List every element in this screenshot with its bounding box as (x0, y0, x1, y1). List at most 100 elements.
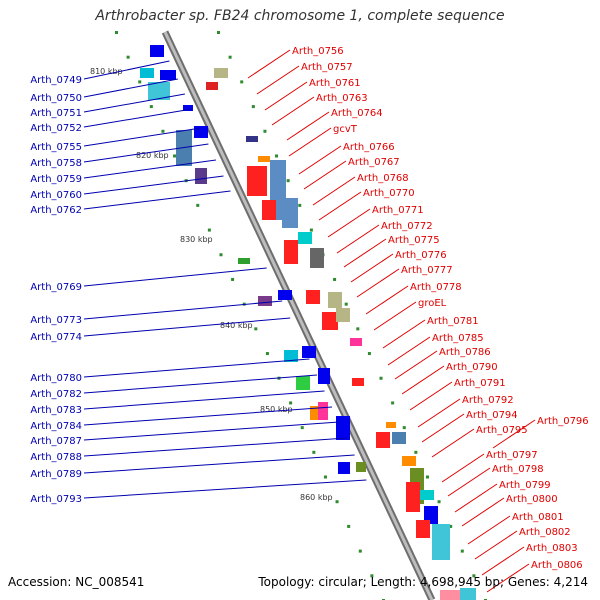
tick-mark (286, 179, 290, 183)
gene-block (195, 168, 207, 184)
label-leader (83, 127, 201, 147)
label-leader (447, 467, 491, 497)
gene-block (278, 290, 292, 300)
gene-label-right: Arth_0806 (531, 560, 583, 571)
gene-label-right: Arth_0775 (388, 235, 440, 246)
gene-label-right: Arth_0791 (454, 378, 506, 389)
gene-label-right: Arth_0778 (410, 282, 462, 293)
tick-mark (254, 327, 258, 331)
gene-block (310, 248, 324, 268)
label-leader (83, 190, 231, 210)
tick-mark (173, 154, 177, 158)
gene-label-right: Arth_0798 (492, 464, 544, 475)
gene-label-left: Arth_0787 (30, 436, 82, 447)
gene-block (298, 232, 312, 244)
kbp-marker: 810 kbp (90, 67, 123, 76)
tick-mark (300, 426, 304, 430)
label-leader (327, 208, 371, 238)
gene-block (352, 378, 364, 386)
tick-mark (344, 302, 348, 306)
gene-block (238, 258, 250, 264)
label-leader (298, 145, 342, 175)
left-gene-labels: Arth_0749Arth_0750Arth_0751Arth_0752Arth… (30, 60, 367, 505)
label-leader (83, 108, 193, 128)
gene-label-right: groEL (418, 298, 447, 309)
gene-block (424, 506, 438, 524)
gene-label-left: Arth_0784 (30, 421, 82, 432)
tick-mark (265, 352, 269, 356)
gene-block (302, 346, 316, 358)
gene-block (262, 200, 276, 220)
label-leader (382, 319, 426, 349)
gene-label-right: Arth_0771 (372, 205, 424, 216)
kbp-marker: 840 kbp (220, 321, 253, 330)
tick-mark (425, 475, 429, 479)
label-leader (83, 437, 347, 457)
tick-mark (472, 574, 476, 578)
label-leader (481, 546, 525, 576)
gene-label-right: Arth_0763 (316, 93, 368, 104)
gene-label-right: Arth_0766 (343, 142, 395, 153)
tick-mark (379, 376, 383, 380)
gene-block (194, 126, 208, 138)
tick-mark (367, 352, 371, 356)
label-leader (83, 93, 186, 113)
gene-block (284, 350, 298, 362)
label-leader (318, 191, 362, 221)
gene-label-right: Arth_0776 (395, 250, 447, 261)
tick-mark (217, 31, 220, 34)
gene-label-right: Arth_0764 (331, 108, 383, 119)
kbp-marker: 860 kbp (300, 493, 333, 502)
tick-mark (414, 450, 418, 454)
tick-mark (161, 129, 165, 133)
label-leader (83, 60, 170, 80)
label-leader (312, 176, 356, 206)
gene-label-left: Arth_0780 (30, 373, 82, 384)
right-gene-labels: Arth_0756Arth_0757Arth_0761Arth_0763Arth… (247, 46, 589, 593)
label-leader (492, 419, 536, 449)
label-leader (83, 479, 367, 499)
gene-block (432, 524, 450, 560)
tick-mark (251, 105, 255, 109)
label-leader (264, 81, 308, 111)
gene-label-right: Arth_0796 (537, 416, 589, 427)
tick-mark (437, 500, 441, 504)
tick-mark (196, 203, 200, 207)
gene-block (160, 70, 176, 80)
gene-label-left: Arth_0752 (30, 123, 82, 134)
tick-mark (240, 80, 244, 84)
accession-text: Accession: NC_008541 (8, 575, 145, 589)
gene-label-left: Arth_0762 (30, 205, 82, 216)
genome-summary: Topology: circular; Length: 4,698,945 bp… (258, 575, 588, 589)
gene-label-right: Arth_0799 (499, 480, 551, 491)
gene-label-left: Arth_0774 (30, 332, 82, 343)
gene-block (322, 312, 338, 330)
gene-block (258, 156, 270, 162)
gene-block (402, 456, 416, 466)
tick-mark (138, 80, 142, 84)
backbone-highlight (163, 31, 434, 600)
label-leader (387, 336, 431, 366)
label-leader (83, 358, 310, 378)
tick-mark (391, 401, 395, 405)
label-leader (401, 365, 445, 395)
tick-mark (356, 327, 360, 331)
tick-mark (207, 228, 211, 232)
gene-label-left: Arth_0760 (30, 190, 82, 201)
tick-mark (231, 277, 235, 281)
chromosome-backbone (161, 30, 436, 600)
label-leader (83, 421, 340, 441)
label-leader (271, 96, 315, 126)
gene-block (282, 198, 298, 228)
gene-block (336, 308, 350, 322)
label-leader (83, 406, 333, 426)
tick-mark (126, 55, 130, 59)
gene-block (350, 338, 362, 346)
gene-block (206, 82, 218, 90)
gene-block (420, 490, 434, 500)
gene-block (328, 292, 342, 308)
tick-mark (275, 154, 279, 158)
gene-block (214, 68, 228, 78)
gene-label-left: Arth_0783 (30, 405, 82, 416)
